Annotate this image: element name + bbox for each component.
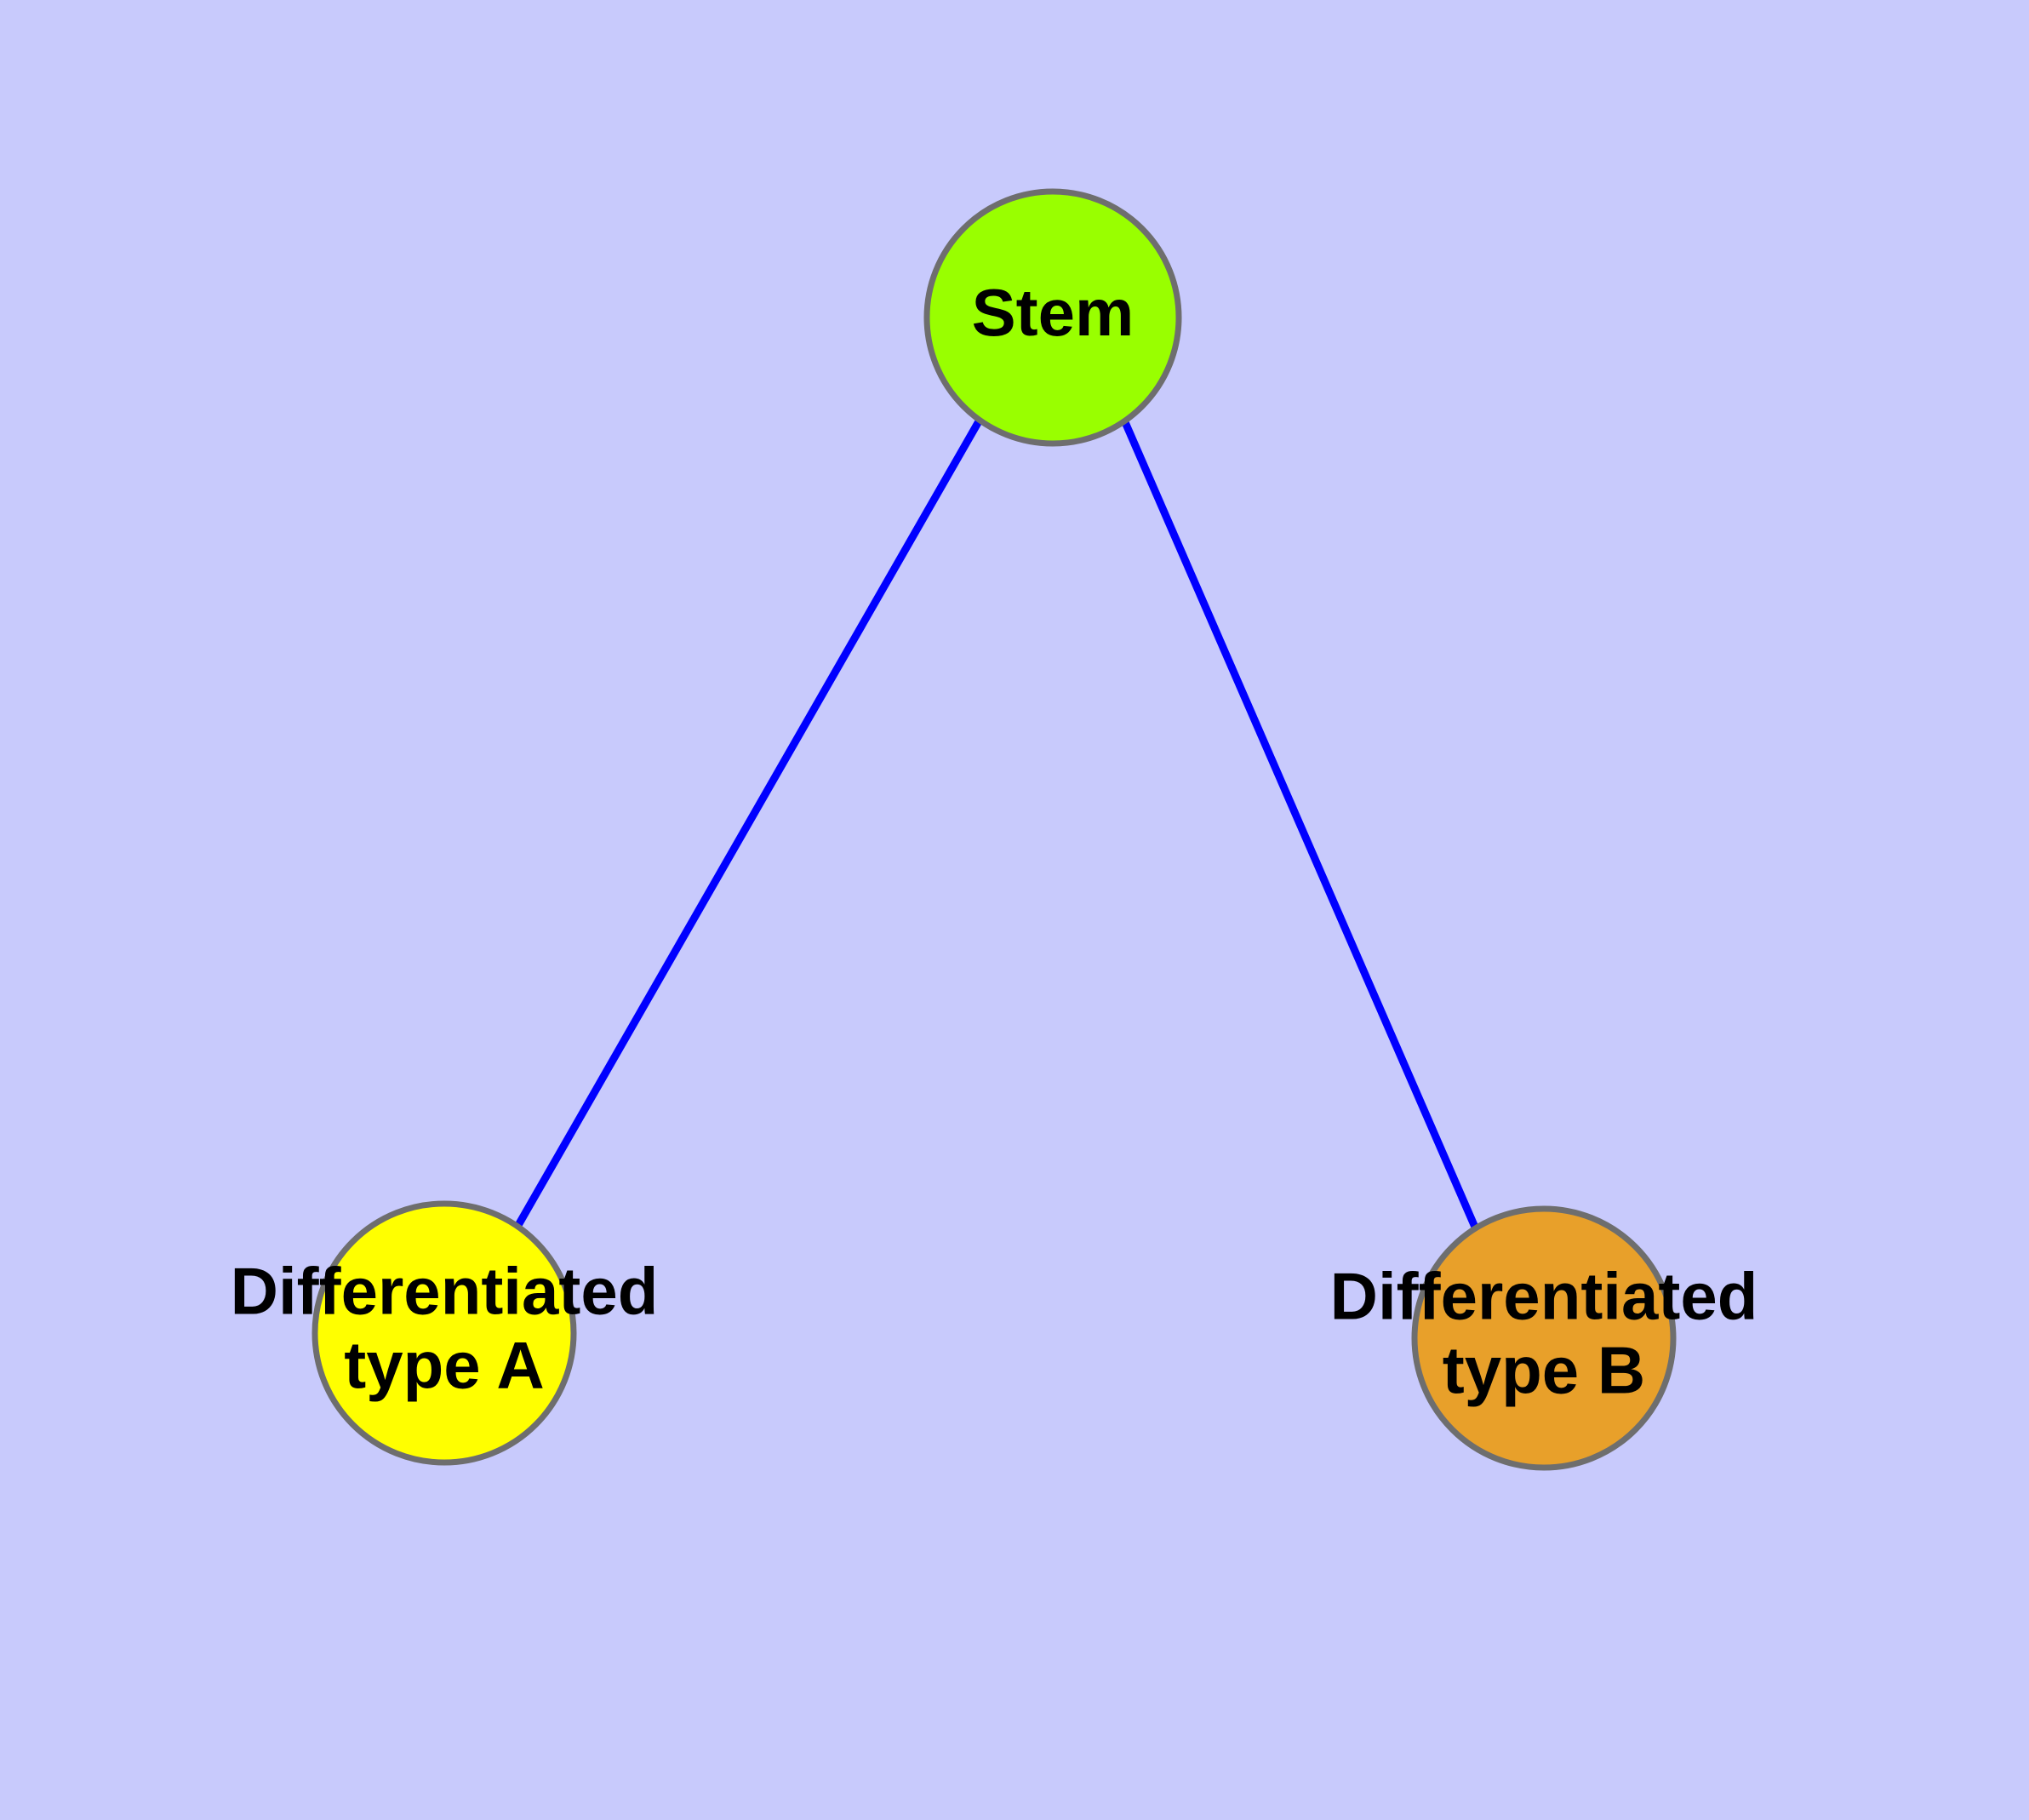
node-circle-diff-b[interactable]	[1411, 1205, 1677, 1471]
edges-group	[514, 419, 1481, 1233]
node-label-line: Differentiated	[1330, 1258, 1758, 1333]
node-label-line: Stem	[972, 275, 1135, 350]
edge-stem-to-diff-b[interactable]	[1121, 421, 1481, 1233]
node-label-line: type B	[1443, 1332, 1645, 1407]
node-stem[interactable]: Stem	[923, 188, 1182, 447]
node-label-stem: Stem	[972, 275, 1135, 350]
node-circle-stem[interactable]	[923, 188, 1182, 447]
node-label-line: Differentiated	[231, 1253, 659, 1328]
node-circle-diff-a[interactable]	[311, 1200, 577, 1466]
edge-stem-to-diff-a[interactable]	[514, 419, 982, 1229]
node-label-line: type A	[344, 1327, 545, 1402]
